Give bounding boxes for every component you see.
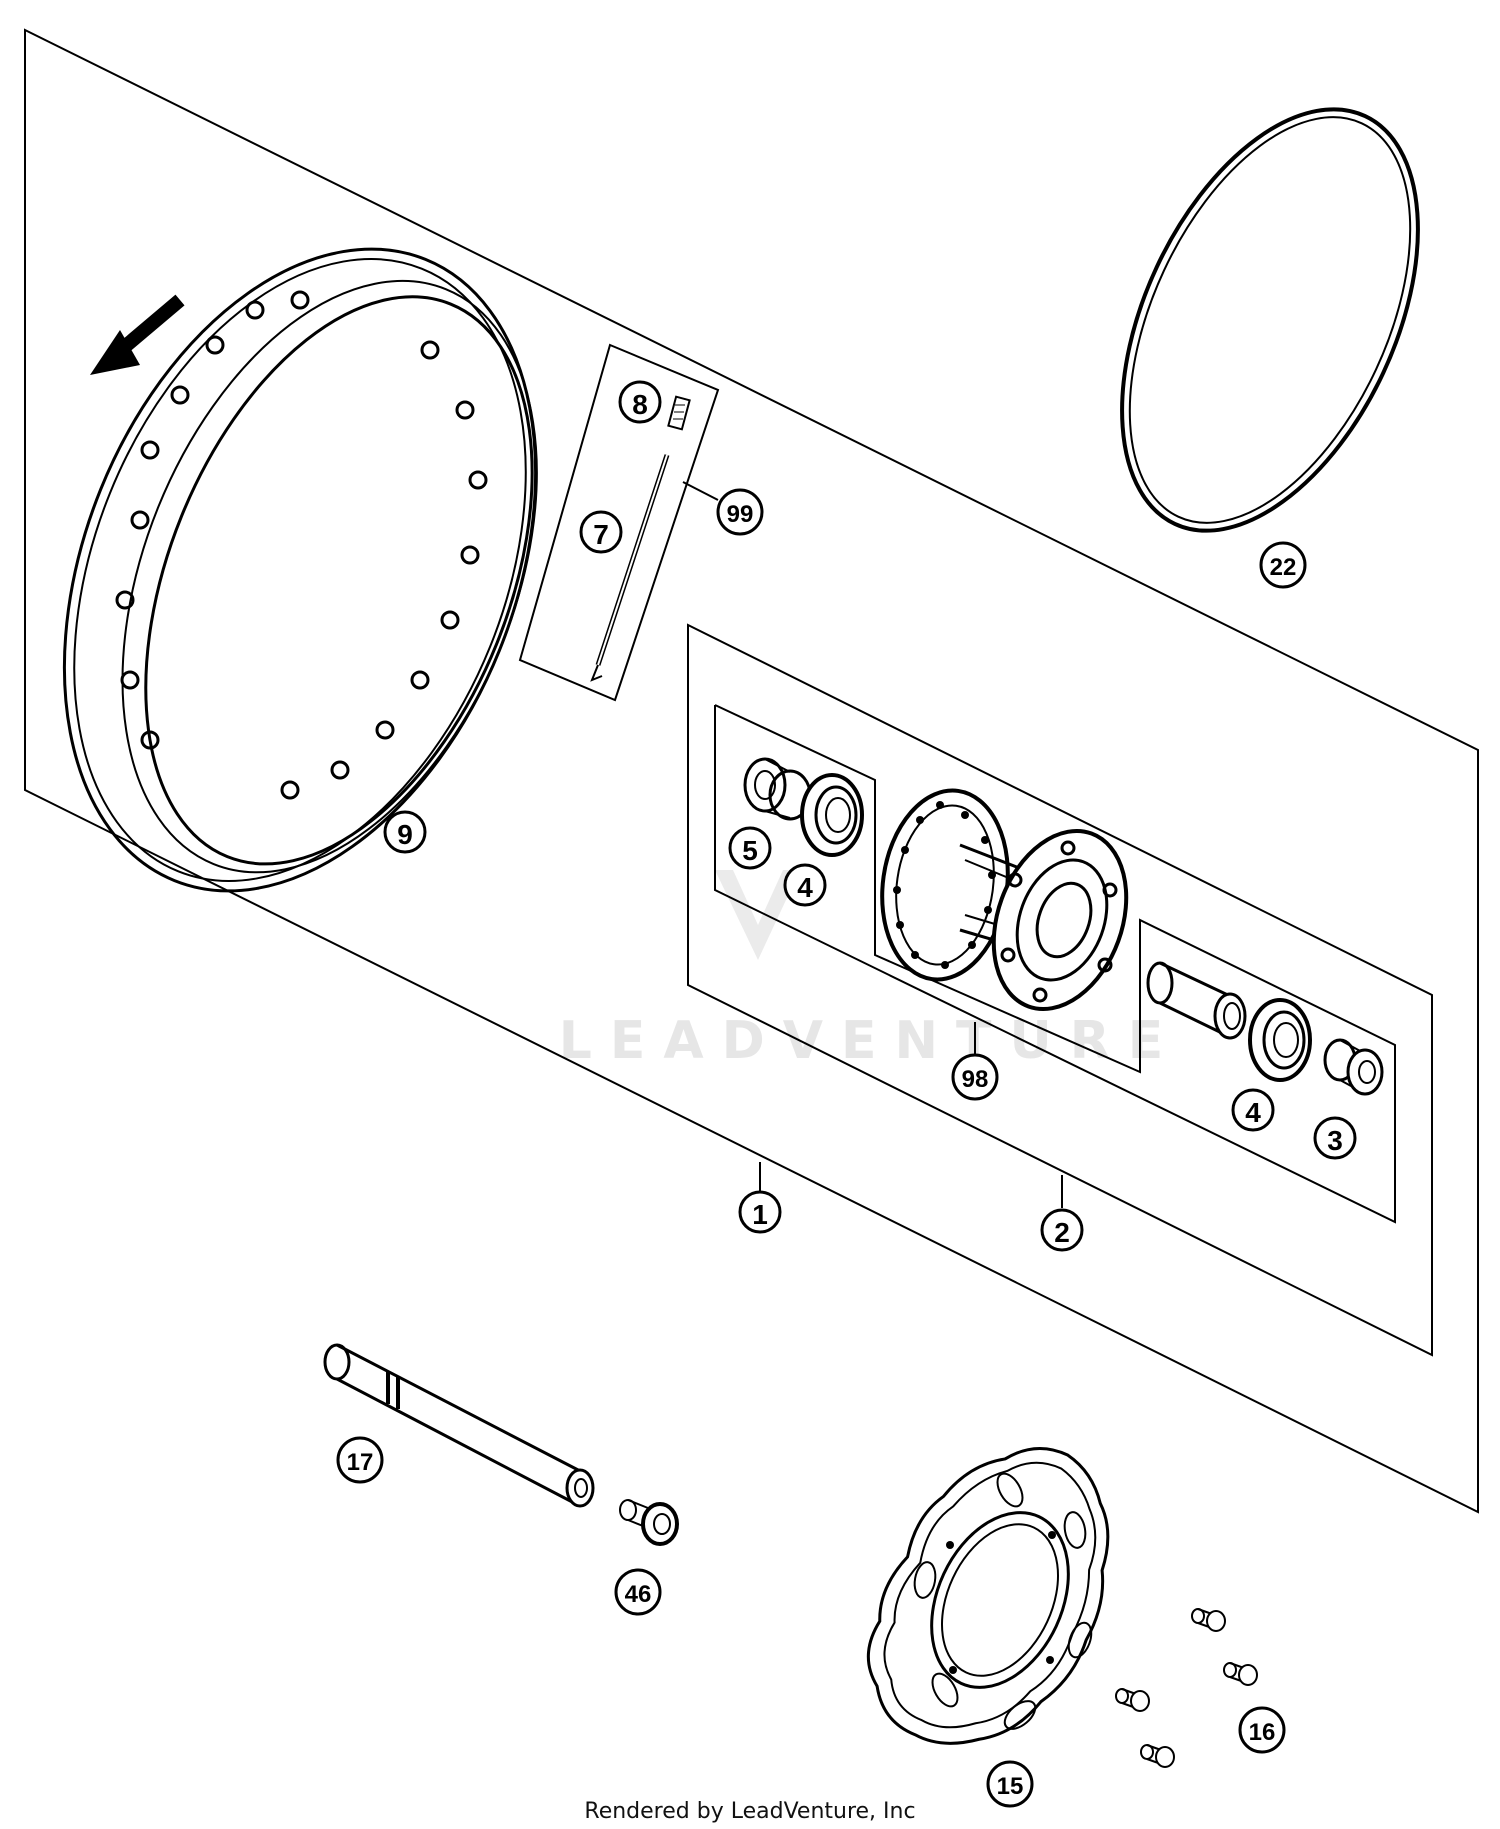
disc-bolt [1140,1744,1175,1768]
disc-bolt [1223,1662,1258,1686]
callout-label: 9 [397,819,413,850]
watermark-logo [715,870,800,960]
spoke [590,454,670,682]
rim-tape [1120,107,1420,533]
wheel-axle [323,1343,595,1508]
callout-9: 9 [383,810,427,854]
bearing-right [1248,998,1312,1082]
leader-lines [682,481,1063,1208]
callout-label: 5 [742,835,758,866]
callout-8: 8 [618,380,662,424]
callout-22: 22 [1259,541,1307,589]
callout-4-right: 4 [1231,1088,1275,1132]
inner-spacer-tube [1146,961,1247,1040]
wheel-assembly-panel [24,28,1479,1514]
credit-text: Rendered by LeadVenture, Inc [584,1799,915,1824]
callout-label: 7 [593,519,609,550]
spacer-right [1323,1038,1384,1096]
direction-arrow [90,294,185,375]
callout-98: 98 [951,1053,999,1101]
callout-99: 99 [716,488,764,536]
callout-5: 5 [728,826,772,870]
callout-4-left: 4 [783,863,827,907]
callout-label: 17 [347,1449,374,1476]
callouts: 1 2 3 4 4 5 7 8 [336,380,1357,1808]
callout-label: 8 [632,389,648,420]
hub-assembly-panel [687,623,1433,1357]
callout-16: 16 [1238,1706,1286,1754]
disc-bolts [1115,1608,1258,1768]
callout-label: 22 [1270,554,1297,581]
callout-15: 15 [986,1760,1034,1808]
callout-label: 4 [1245,1097,1261,1128]
callout-label: 3 [1327,1125,1343,1156]
watermark: LEADVENTURE [559,870,1182,1071]
callout-2: 2 [1040,1208,1084,1252]
callout-label: 2 [1054,1217,1070,1248]
callout-label: 4 [797,872,813,903]
callout-46: 46 [614,1568,662,1616]
callout-7: 7 [579,510,623,554]
disc-bolt [1191,1608,1226,1632]
disc-bolt [1115,1688,1150,1712]
wheel-rim [62,247,538,893]
watermark-text: LEADVENTURE [559,1011,1182,1071]
hub-subpanel-outline [714,704,1396,1224]
axle-nut [619,1499,679,1546]
callout-3: 3 [1313,1116,1357,1160]
callout-17: 17 [336,1436,384,1484]
bearing-left [800,773,864,857]
callout-label: 16 [1249,1719,1276,1746]
callout-label: 46 [625,1581,652,1608]
spoke-kit-panel [518,343,720,702]
brake-disc [866,1446,1110,1745]
callout-label: 15 [997,1773,1024,1800]
callout-1: 1 [738,1190,782,1234]
spoke-nipple [667,395,691,431]
wheel-hub [880,788,1129,1012]
callout-label: 98 [962,1066,989,1093]
callout-label: 1 [752,1199,768,1230]
callout-label: 99 [727,501,754,528]
